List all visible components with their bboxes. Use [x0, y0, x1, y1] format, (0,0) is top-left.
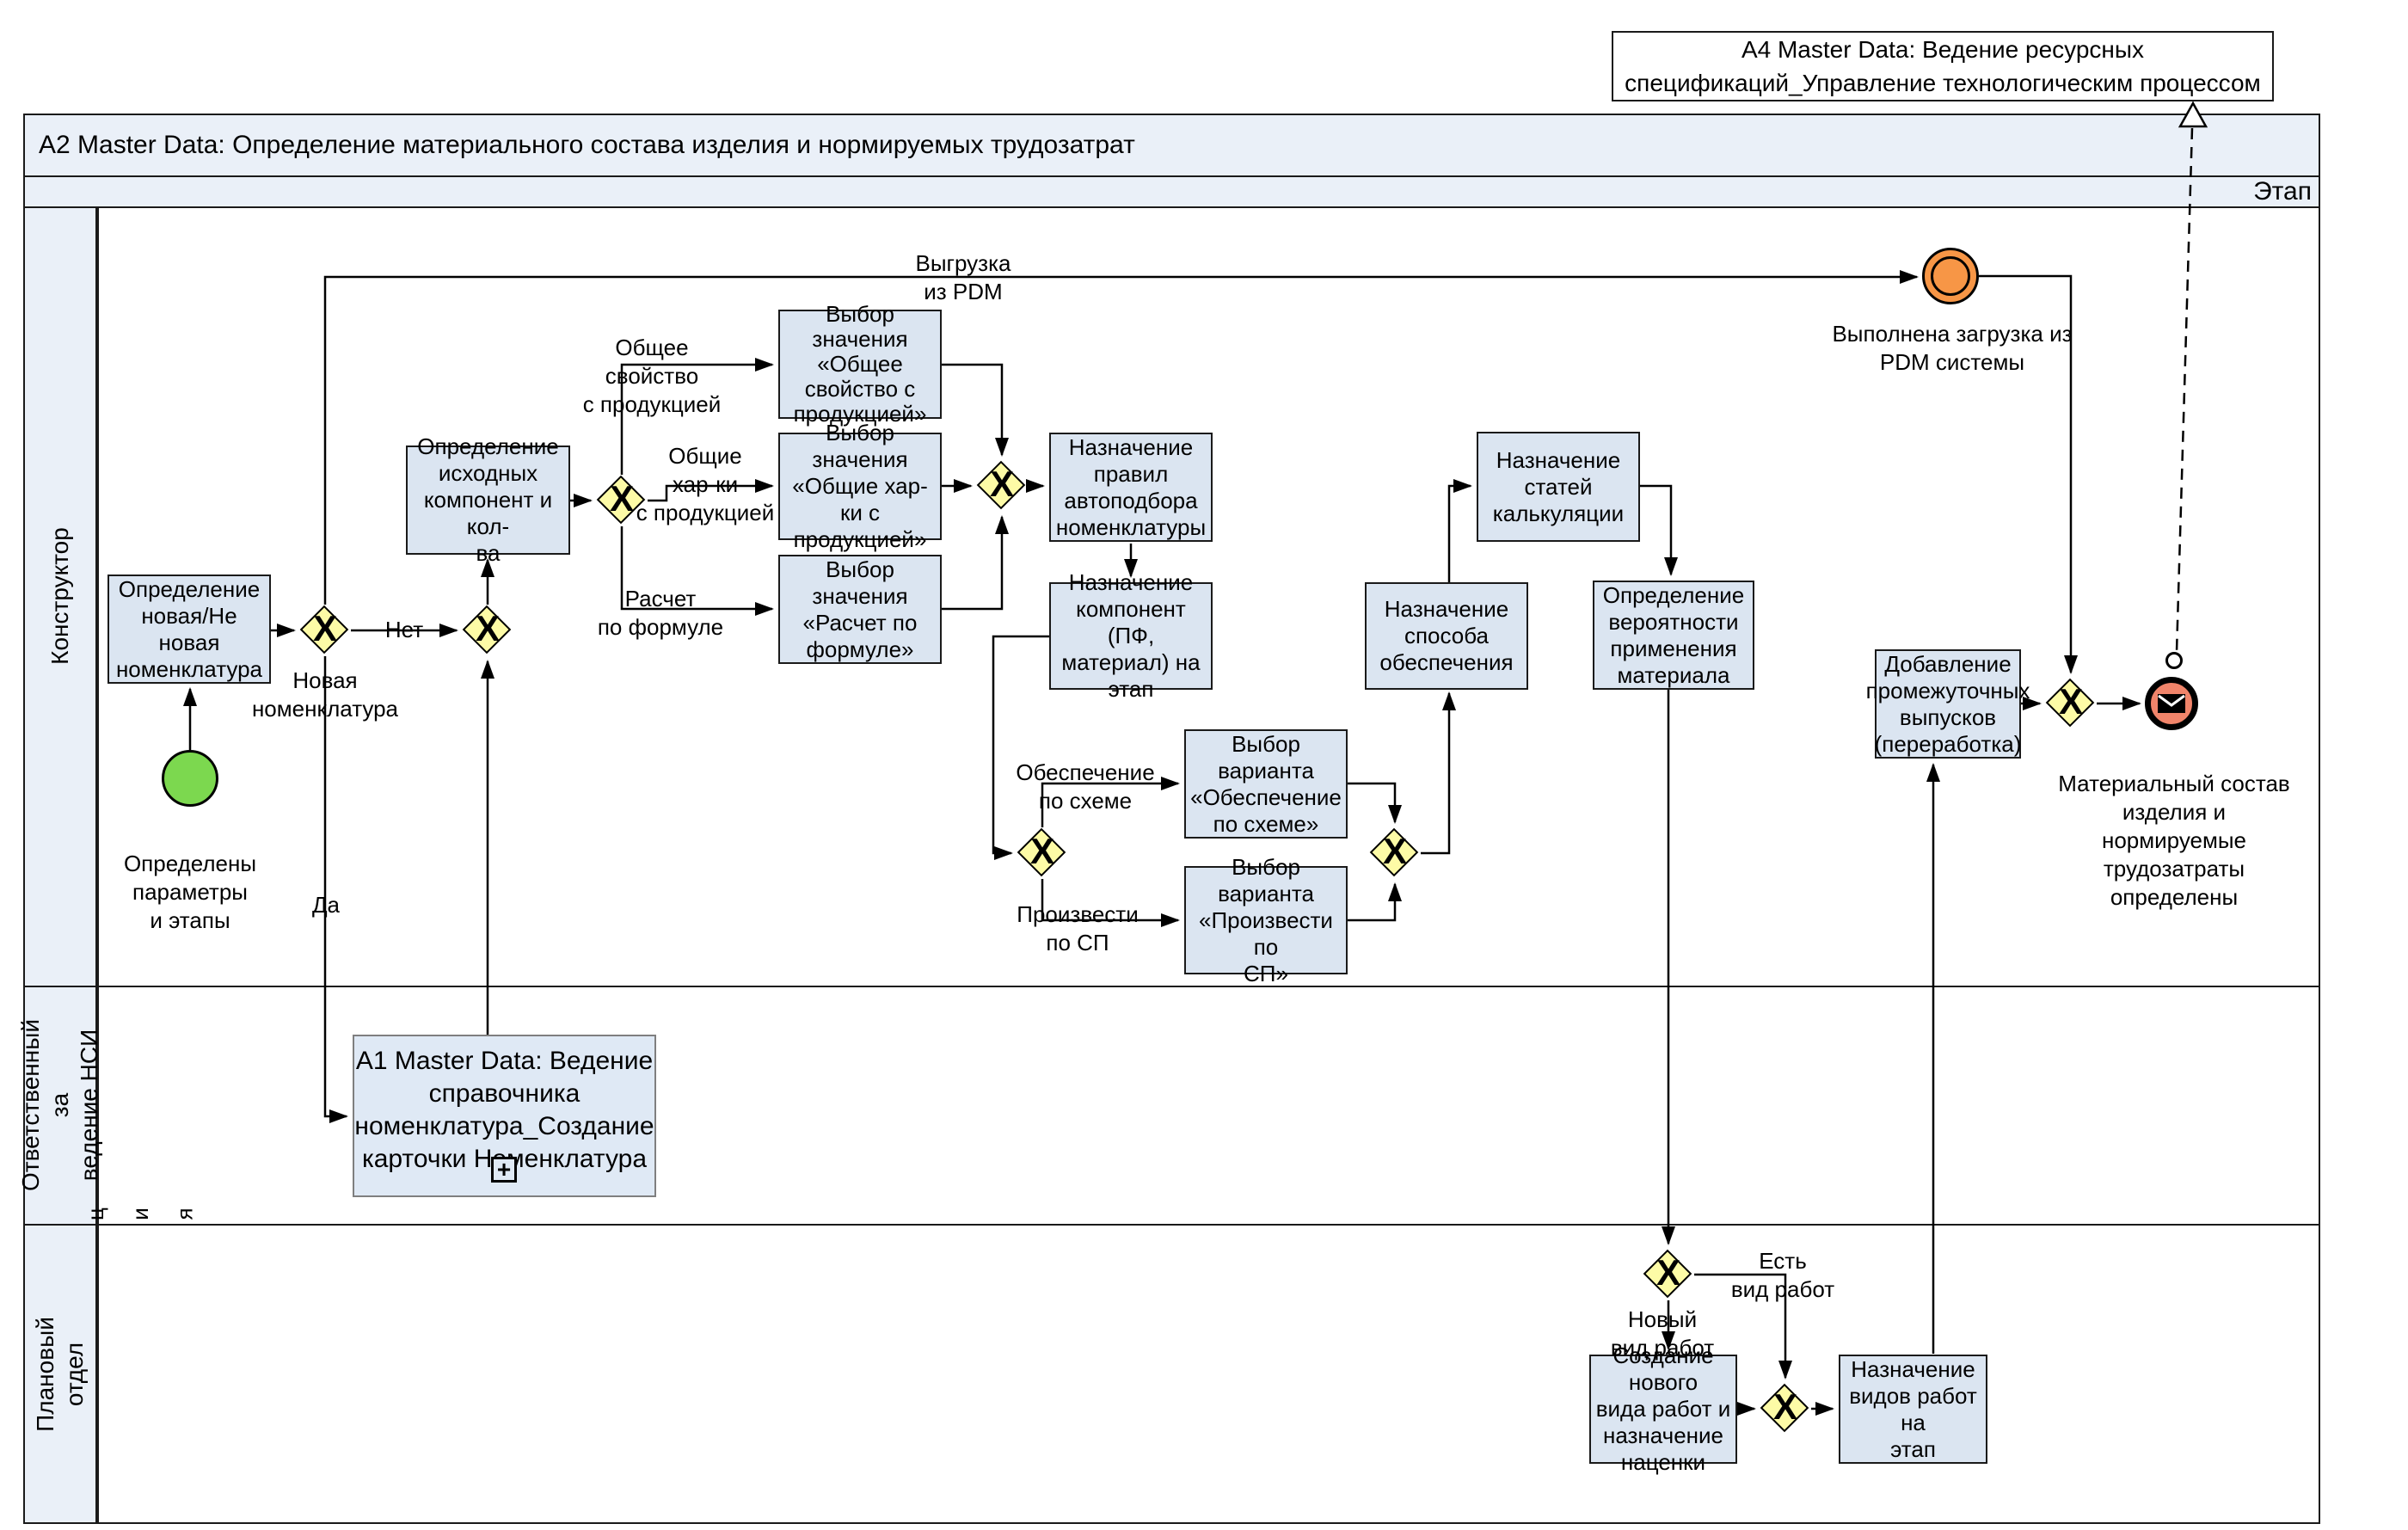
xor-icon: X	[2058, 681, 2083, 722]
lane-label-konstruktor: Конструктор	[46, 527, 73, 665]
lane-label-strip	[23, 206, 97, 1524]
stray-letter-1: ц	[82, 1207, 108, 1220]
start-event[interactable]	[162, 750, 218, 807]
task-naznachenie-vidov-rabot[interactable]: Назначение видов работ на этап	[1839, 1355, 1987, 1464]
edge-label-vygruzka-pdm: Выгрузка из PDM	[915, 250, 1011, 304]
task-opredelenie-novaya[interactable]: Определение новая/Не новая номенклатура	[108, 575, 271, 684]
subprocess-plus-icon: +	[491, 1157, 517, 1183]
phase-band: Этап	[23, 175, 2320, 208]
gateway-novaya-nomenklatura[interactable]: X	[299, 605, 351, 656]
gateway-merge-final[interactable]: X	[2045, 678, 2097, 729]
task-variant-proizvesti-label: Выбор варианта «Произвести по СП»	[1199, 853, 1333, 986]
edge-label-novyi-vid-rabot: Новый вид работ	[1610, 1306, 1715, 1361]
xor-icon: X	[1772, 1386, 1797, 1427]
task-variant-proizvesti[interactable]: Выбор варианта «Произвести по СП»	[1184, 854, 1348, 986]
task-vybor-raschet[interactable]: Выбор значения «Расчет по формуле»	[778, 555, 942, 664]
xor-icon: X	[312, 608, 337, 648]
task-naznachenie-statei[interactable]: Назначение статей калькуляции	[1477, 432, 1640, 542]
task-opredelenie-novaya-label: Определение новая/Не новая номенклатура	[115, 575, 263, 682]
gateway-merge-vid-rabot[interactable]: X	[1760, 1383, 1811, 1435]
external-ref-a4[interactable]: A4 Master Data: Ведение ресурсных специф…	[1612, 31, 2274, 101]
external-ref-a4-label: A4 Master Data: Ведение ресурсных специф…	[1625, 36, 2261, 96]
start-event-label: Определены параметры и этапы	[123, 851, 257, 933]
task-opredelenie-veroyatnosti-label: Определение вероятности применения матер…	[1602, 581, 1745, 688]
task-naznachenie-pravil-label: Назначение правил автоподбора номенклату…	[1055, 433, 1207, 540]
task-sozdanie-vida-rabot-label: Создание нового вида работ и назначение …	[1595, 1343, 1731, 1475]
task-vybor-obshchie-kharki-label: Выбор значения «Общие хар-ки с продукцие…	[792, 420, 928, 552]
edge-label-est-vid-rabot: Есть вид работ	[1730, 1248, 1835, 1302]
task-dobavlenie-vypuskov-label: Добавление промежуточных выпусков (перер…	[1865, 650, 2030, 757]
xor-icon: X	[989, 464, 1014, 504]
task-naznachenie-sposoba-label: Назначение способа обеспечения	[1379, 596, 1514, 675]
edge-label-raschet: Расчет по формуле	[597, 586, 724, 640]
link-circle	[2165, 652, 2183, 669]
end-message-event[interactable]	[2145, 677, 2198, 730]
task-variant-obespechenie[interactable]: Выбор варианта «Обеспечение по схеме»	[1184, 729, 1348, 839]
pdm-event-inner-ring	[1931, 256, 1970, 296]
gateway-split-vid-rabot[interactable]: X	[1643, 1249, 1694, 1300]
task-naznachenie-vidov-rabot-label: Назначение видов работ на этап	[1849, 1355, 1977, 1462]
end-event-label: Материальный состав изделия и нормируемы…	[2058, 771, 2290, 910]
task-vybor-obshchee-svoistvo-label: Выбор значения «Общее свойство с продукц…	[793, 301, 927, 427]
task-opredelenie-iskhodnykh-label: Определение исходных компонент и кол- ва	[417, 433, 559, 566]
lane-planovy-otdel: Плановый отдел	[23, 1224, 97, 1524]
diagram-title: A2 Master Data: Определение материальног…	[39, 131, 1135, 159]
task-vybor-raschet-label: Выбор значения «Расчет по формуле»	[802, 556, 918, 662]
task-naznachenie-statei-label: Назначение статей калькуляции	[1492, 446, 1625, 526]
lanes-content-frame	[97, 206, 2320, 1524]
task-naznachenie-sposoba[interactable]: Назначение способа обеспечения	[1365, 582, 1528, 690]
message-icon	[2158, 694, 2185, 713]
pool-title-band: A2 Master Data: Определение материальног…	[23, 114, 2320, 177]
xor-icon: X	[1029, 831, 1054, 871]
edge-label-obshchie-kharki: Общие хар-ки с продукцией	[636, 443, 775, 525]
edge-label-obshchee-svoistvo: Общее свойство с продукцией	[582, 335, 722, 417]
subprocess-a1-label: A1 Master Data: Ведение справочника номе…	[354, 1047, 654, 1173]
task-opredelenie-veroyatnosti[interactable]: Определение вероятности применения матер…	[1593, 581, 1754, 690]
lane-divider-1	[23, 986, 2320, 987]
task-sozdanie-vida-rabot[interactable]: Создание нового вида работ и назначение …	[1589, 1343, 1737, 1475]
edge-label-obespechenie: Обеспечение по схеме	[1016, 759, 1155, 814]
task-naznachenie-komponent-label: Назначение компонент (ПФ, материал) на э…	[1061, 569, 1201, 702]
lane-label-nsi: Ответственный за ведение НСИ	[17, 1018, 102, 1191]
gateway-split-svoistva[interactable]: X	[596, 475, 648, 526]
lane-nsi: Ответственный за ведение НСИ	[17, 986, 102, 1224]
pdm-event-label: Выполнена загрузка из PDM системы	[1832, 321, 2073, 375]
xor-icon: X	[1382, 831, 1407, 871]
edge-label-da: Да	[311, 892, 341, 918]
task-vybor-obshchee-svoistvo[interactable]: Выбор значения «Общее свойство с продукц…	[778, 302, 942, 427]
lane-konstruktor: Конструктор	[23, 206, 97, 986]
stray-letter-3: я	[171, 1207, 198, 1220]
subprocess-a1[interactable]: A1 Master Data: Ведение справочника номе…	[353, 1035, 656, 1197]
task-vybor-obshchie-kharki[interactable]: Выбор значения «Общие хар-ки с продукцие…	[778, 420, 942, 552]
xor-icon: X	[1656, 1252, 1680, 1293]
edge-label-proizvesti: Произвести по СП	[1017, 901, 1139, 955]
pdm-intermediate-event[interactable]	[1922, 248, 1979, 304]
xor-icon: X	[609, 478, 634, 519]
gateway-split-obespechenie[interactable]: X	[1017, 827, 1068, 879]
gateway-merge-obespechenie[interactable]: X	[1369, 827, 1421, 879]
gateway-merge-svoistva[interactable]: X	[976, 460, 1028, 512]
task-dobavlenie-vypuskov[interactable]: Добавление промежуточных выпусков (перер…	[1866, 649, 2030, 759]
task-naznachenie-pravil[interactable]: Назначение правил автоподбора номенклату…	[1049, 433, 1213, 542]
lane-divider-2	[23, 1224, 2320, 1226]
gateway-merge-nomenklatura[interactable]: X	[462, 605, 513, 656]
phase-label: Этап	[2253, 177, 2312, 206]
task-variant-obespechenie-label: Выбор варианта «Обеспечение по схеме»	[1190, 730, 1342, 837]
stray-letter-2: и	[126, 1207, 153, 1220]
edge-label-net: Нет	[384, 617, 424, 642]
lane-label-planovy-otdel: Плановый отдел	[32, 1316, 88, 1432]
xor-icon: X	[475, 608, 500, 648]
edge-label-novaya-nomenklatura: Новая номенклатура	[251, 667, 399, 722]
task-opredelenie-iskhodnykh[interactable]: Определение исходных компонент и кол- ва	[406, 433, 570, 566]
task-naznachenie-komponent[interactable]: Назначение компонент (ПФ, материал) на э…	[1049, 569, 1213, 702]
